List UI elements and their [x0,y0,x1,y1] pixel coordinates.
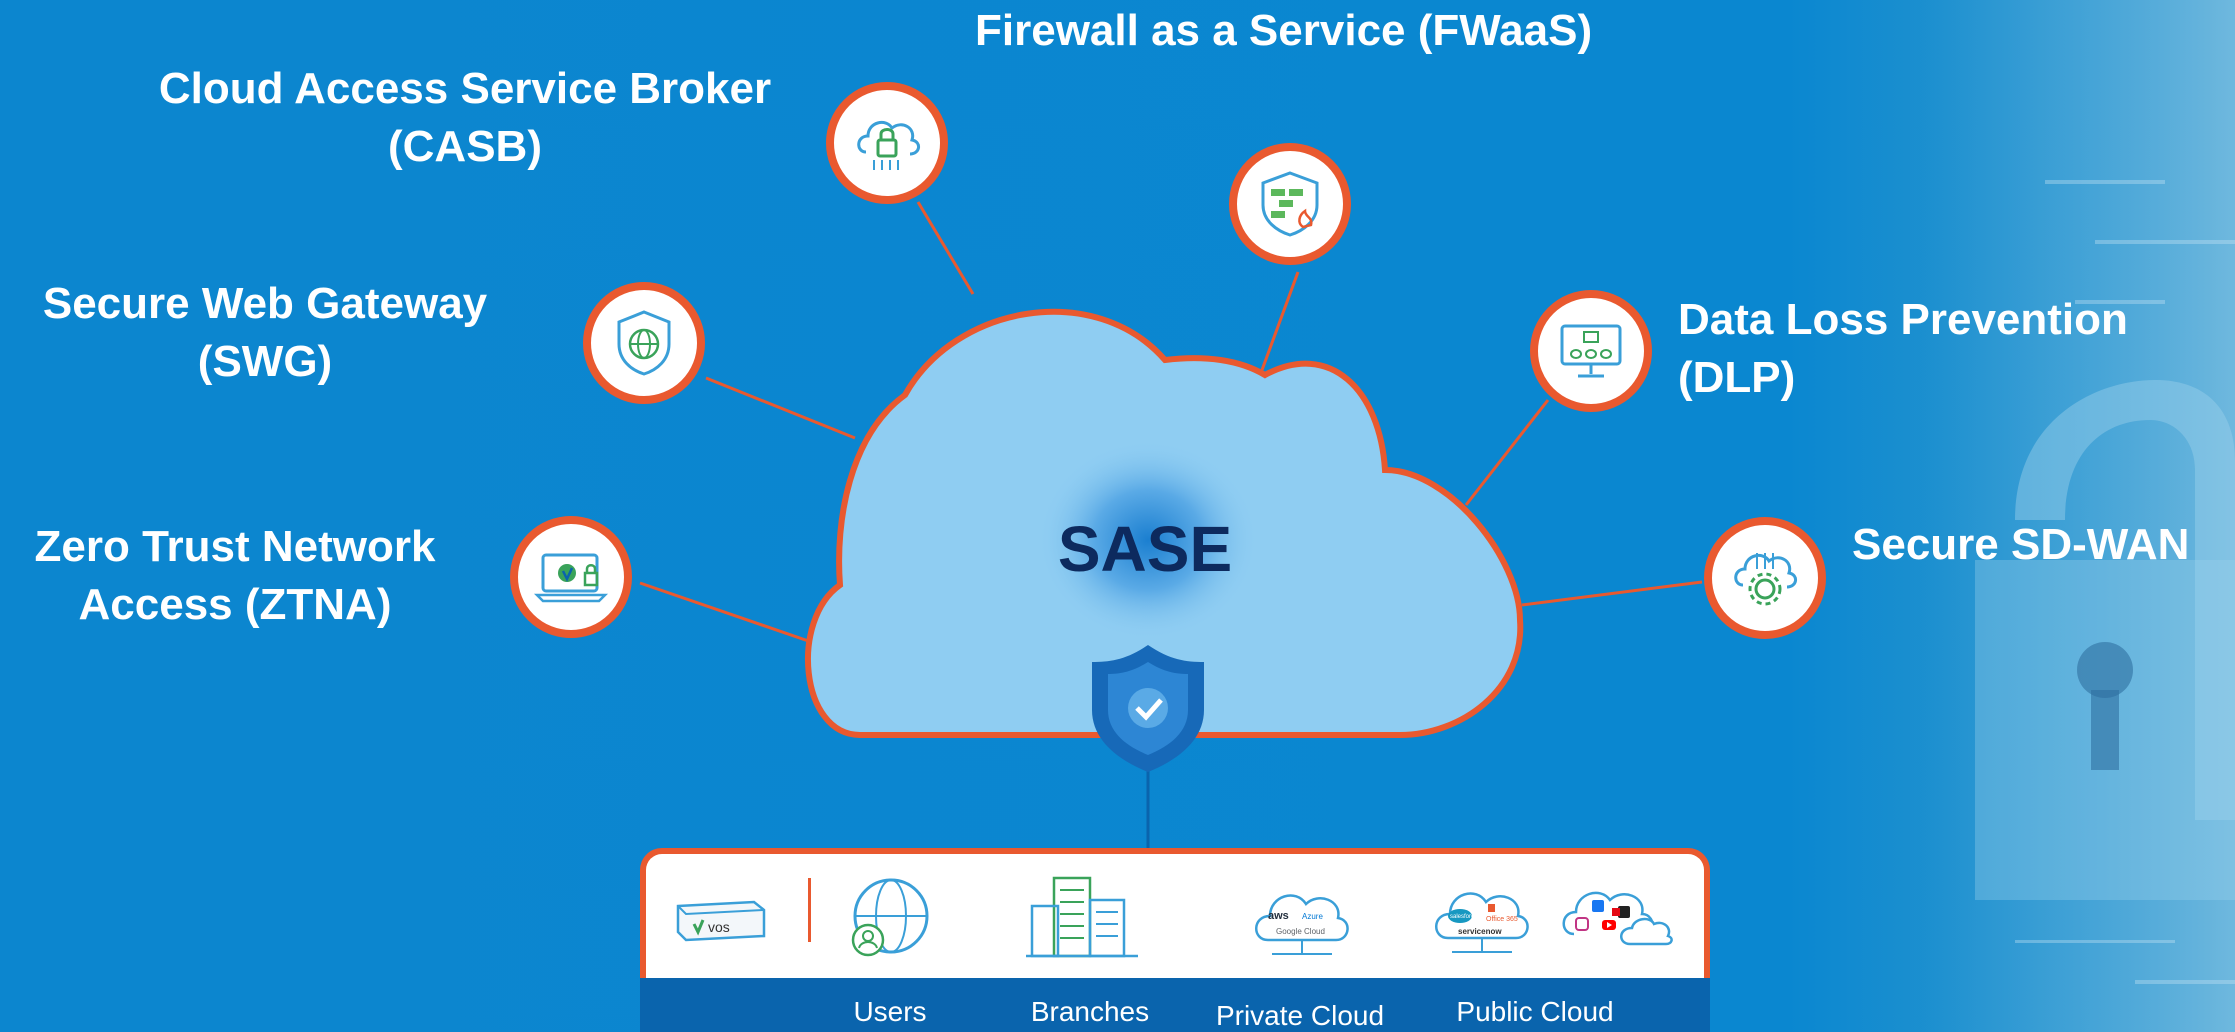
casb-label-line2: (CASB) [388,122,542,171]
connector-lines [639,201,1703,647]
endpoints-panel-top [640,848,1710,978]
servicenow-logo: servicenow [1458,927,1502,936]
ztna-label-line1: Zero Trust Network [34,522,436,571]
aws-logo: aws [1268,910,1289,922]
dlp-label-line2: (DLP) [1678,353,1796,402]
office365-logo: Office 365 [1486,916,1518,923]
salesforce-logo: salesforce [1450,914,1478,920]
swg-icon-circle [583,282,705,404]
private-cloud-icon: aws Azure Google Cloud [1250,878,1354,967]
ztna-label-line2: Access (ZTNA) [78,580,392,629]
firewall-shield-icon [1261,171,1319,237]
azure-logo: Azure [1302,912,1323,921]
swg-label: Secure Web Gateway (SWG) [10,275,520,391]
ztna-icon-circle [510,516,632,638]
casb-icon-circle [826,82,948,204]
social-apps-cloud-icon [1558,878,1676,963]
endpoints-panel: vos aws Azure Google Cl [640,848,1710,1032]
caption-users: Users [853,996,927,1027]
panel-divider [808,878,811,942]
globe-shield-icon [617,310,671,376]
ztna-label: Zero Trust Network Access (ZTNA) [0,518,470,634]
users-globe-icon [846,874,936,969]
vos-device-label: vos [708,919,730,935]
monitor-data-icon [1560,324,1622,378]
caption-private-cloud: Private Cloud [1215,1000,1385,1031]
fwaas-icon-circle [1229,143,1351,265]
cloud-gear-icon [1734,553,1797,606]
laptop-lock-icon [533,553,609,603]
dlp-label: Data Loss Prevention (DLP) [1678,291,2128,407]
sdwan-icon-circle [1704,517,1826,639]
cloud-lock-icon [857,120,920,170]
swg-label-line2: (SWG) [197,337,333,386]
casb-label: Cloud Access Service Broker (CASB) [120,60,810,176]
dlp-label-line1: Data Loss Prevention [1678,295,2128,344]
fwaas-label: Firewall as a Service (FWaaS) [975,6,1593,55]
sase-title: SASE [1057,513,1233,585]
swg-label-line1: Secure Web Gateway [42,279,488,328]
branches-building-icon [1026,872,1138,963]
sdwan-label: Secure SD-WAN [1852,520,2190,569]
google-cloud-logo: Google Cloud [1276,927,1325,936]
vos-device-icon: vos [672,890,768,951]
public-cloud-saas-icon: salesforce Office 365 servicenow [1430,874,1534,967]
shield-check-icon [1092,645,1204,772]
endpoints-panel-captions-bar [640,978,1710,1032]
dlp-icon-circle [1530,290,1652,412]
tech-background-decoration [1895,0,2235,1032]
caption-branches: Branches [1030,996,1150,1027]
casb-label-line1: Cloud Access Service Broker [158,64,772,113]
caption-public-cloud: Public Cloud [1456,996,1614,1027]
